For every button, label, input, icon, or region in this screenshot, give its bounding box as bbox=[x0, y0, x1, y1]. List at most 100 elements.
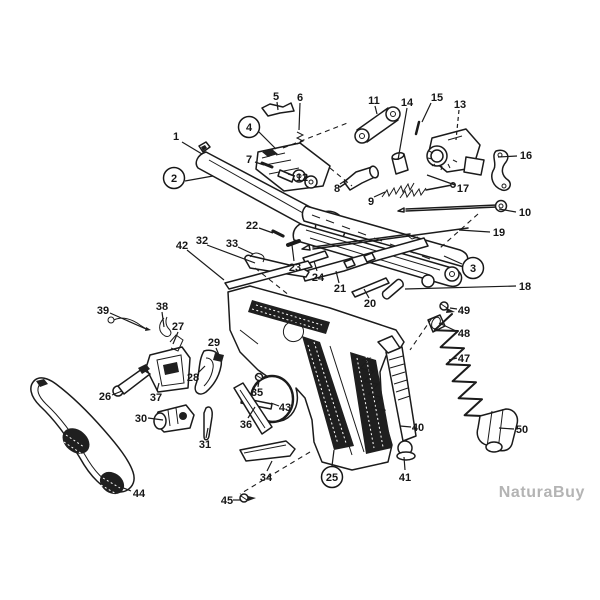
toggle-link-11-art bbox=[354, 106, 401, 144]
spring-guide-17-art bbox=[399, 182, 456, 199]
part-label-12: 12 bbox=[287, 172, 308, 184]
watermark: NaturaBuy bbox=[498, 484, 585, 501]
part-label-44: 44 bbox=[120, 486, 146, 500]
sideplate-37-art bbox=[145, 346, 191, 393]
svg-text:35: 35 bbox=[251, 387, 263, 399]
svg-text:39: 39 bbox=[97, 305, 109, 317]
part-label-34: 34 bbox=[260, 460, 273, 484]
svg-text:43: 43 bbox=[279, 402, 291, 414]
svg-text:4: 4 bbox=[246, 122, 253, 134]
lever-26-art bbox=[112, 364, 151, 397]
svg-text:29: 29 bbox=[208, 337, 220, 349]
part-label-13: 13 bbox=[454, 99, 466, 141]
leaf-31-art bbox=[203, 406, 213, 441]
svg-text:32: 32 bbox=[196, 235, 208, 247]
spring-39-art bbox=[107, 316, 151, 331]
part-label-37: 37 bbox=[150, 382, 162, 404]
part-label-22: 22 bbox=[246, 220, 274, 234]
lever-27-art bbox=[169, 334, 184, 352]
screw-45-art bbox=[239, 493, 256, 503]
svg-text:11: 11 bbox=[368, 95, 380, 107]
part-label-25: 25 bbox=[320, 449, 344, 489]
part-label-45: 45 bbox=[221, 495, 241, 507]
svg-text:18: 18 bbox=[519, 281, 531, 293]
part-label-50: 50 bbox=[498, 424, 528, 436]
spring-6-art bbox=[295, 131, 305, 145]
screw-49-art bbox=[439, 301, 455, 313]
pin-23-art bbox=[286, 239, 301, 247]
svg-text:8: 8 bbox=[334, 183, 340, 195]
svg-text:7: 7 bbox=[246, 154, 252, 166]
front-sight-art bbox=[198, 141, 211, 153]
part-label-4: 4 bbox=[237, 115, 277, 150]
spring-38-art bbox=[159, 316, 172, 337]
mainspring-47-art bbox=[433, 313, 489, 418]
part-label-21: 21 bbox=[334, 270, 346, 295]
pin-22-art bbox=[271, 229, 285, 238]
part-label-23: 23 bbox=[289, 244, 301, 274]
part-label-18: 18 bbox=[404, 281, 531, 293]
part-label-30: 30 bbox=[135, 413, 164, 425]
pin-29-art bbox=[213, 353, 224, 362]
svg-text:41: 41 bbox=[399, 472, 411, 484]
part-label-33: 33 bbox=[226, 238, 254, 255]
firing-pin-8-art bbox=[339, 165, 380, 191]
part-label-10: 10 bbox=[498, 207, 531, 219]
part-label-42: 42 bbox=[176, 240, 225, 281]
coupling-link-21-art bbox=[301, 237, 429, 282]
svg-text:6: 6 bbox=[297, 92, 303, 104]
part-label-3: 3 bbox=[443, 255, 485, 280]
svg-text:30: 30 bbox=[135, 413, 147, 425]
svg-text:33: 33 bbox=[226, 238, 238, 250]
svg-text:2: 2 bbox=[171, 173, 177, 185]
part-label-36: 36 bbox=[240, 406, 256, 431]
part-label-7: 7 bbox=[246, 154, 265, 166]
svg-text:3: 3 bbox=[470, 263, 476, 275]
blade-36-art bbox=[233, 382, 273, 435]
part-label-39: 39 bbox=[97, 305, 147, 330]
plug-50-art bbox=[476, 408, 519, 453]
pin-15-art bbox=[414, 120, 421, 136]
part-label-28: 28 bbox=[187, 365, 206, 384]
part-label-24: 24 bbox=[312, 260, 325, 284]
svg-text:12: 12 bbox=[296, 172, 308, 184]
flat-spring-34-art bbox=[239, 440, 296, 462]
svg-text:44: 44 bbox=[133, 488, 146, 500]
part-label-43: 43 bbox=[270, 402, 291, 414]
part-label-15: 15 bbox=[421, 92, 443, 123]
part-label-35: 35 bbox=[251, 380, 263, 399]
svg-text:5: 5 bbox=[273, 91, 279, 103]
pin-7-art bbox=[260, 161, 274, 169]
svg-text:22: 22 bbox=[246, 220, 258, 232]
part-label-48: 48 bbox=[438, 322, 470, 340]
svg-text:10: 10 bbox=[519, 207, 531, 219]
breechblock-art bbox=[255, 142, 331, 192]
part-label-38: 38 bbox=[156, 301, 168, 328]
grip-panel-art bbox=[30, 377, 135, 496]
svg-text:1: 1 bbox=[173, 131, 179, 143]
part-label-11: 11 bbox=[368, 95, 380, 115]
part-label-19: 19 bbox=[458, 227, 505, 239]
part-label-29: 29 bbox=[208, 337, 220, 356]
svg-text:37: 37 bbox=[150, 392, 162, 404]
part-label-1: 1 bbox=[173, 131, 203, 155]
svg-text:16: 16 bbox=[520, 150, 532, 162]
svg-text:45: 45 bbox=[221, 495, 233, 507]
part-label-27: 27 bbox=[172, 321, 184, 345]
svg-text:21: 21 bbox=[334, 283, 346, 295]
svg-text:27: 27 bbox=[172, 321, 184, 333]
part-label-9: 9 bbox=[368, 191, 386, 208]
cylinder-30-art bbox=[153, 404, 195, 433]
axle-block-13-art bbox=[426, 128, 485, 176]
part-label-2: 2 bbox=[162, 166, 214, 190]
svg-text:34: 34 bbox=[260, 472, 273, 484]
assembly-guides bbox=[239, 121, 479, 495]
firing-pin-spring-9-art bbox=[381, 182, 415, 198]
svg-text:13: 13 bbox=[454, 99, 466, 111]
svg-text:26: 26 bbox=[99, 391, 111, 403]
svg-text:20: 20 bbox=[364, 298, 376, 310]
part-label-32: 32 bbox=[196, 235, 256, 264]
pin-14-art bbox=[391, 151, 409, 175]
